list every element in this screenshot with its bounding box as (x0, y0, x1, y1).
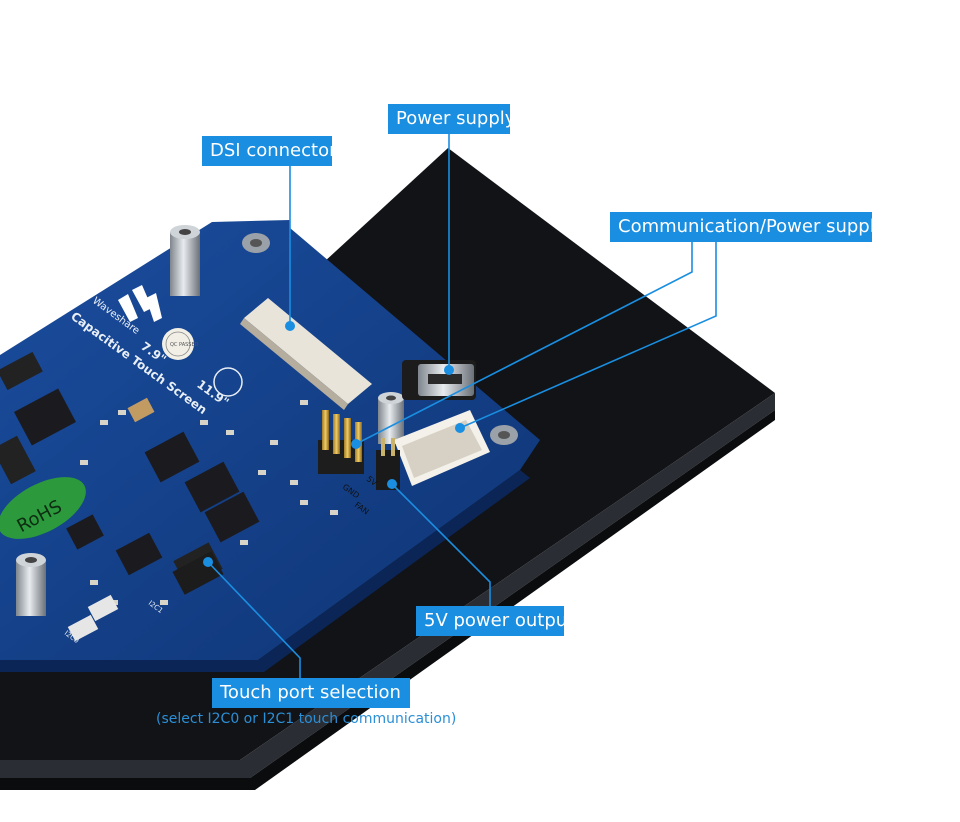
comm-leader-a (355, 241, 693, 445)
standoffs (16, 225, 518, 616)
leader-dots (203, 321, 465, 567)
waveshare-logo (118, 285, 162, 322)
touch-port-selection-label: Touch port selection (220, 682, 401, 703)
touch-port-note: (select I2C0 or I2C1 touch communication… (156, 711, 457, 727)
five-volt-power-output-label: 5V power output (424, 610, 575, 631)
qc-text: QC PASSED (170, 342, 199, 348)
callout-boxes (202, 104, 872, 708)
rohs-badge (0, 477, 86, 539)
touch-leader (207, 561, 301, 678)
comm-leader-b (459, 241, 717, 429)
dsi-connector-label: DSI connector (210, 140, 337, 161)
leader-lines (207, 134, 717, 678)
communication-power-supply-label: Communication/Power supply (618, 216, 886, 237)
fivev-leader (391, 483, 491, 606)
power-supply-label: Power supply (396, 108, 516, 129)
silkscreen-circle (213, 367, 243, 397)
jst-connector (394, 410, 490, 486)
dsi-connector (240, 298, 372, 410)
qc-sticker (162, 328, 194, 360)
micro-usb-port (402, 360, 476, 400)
